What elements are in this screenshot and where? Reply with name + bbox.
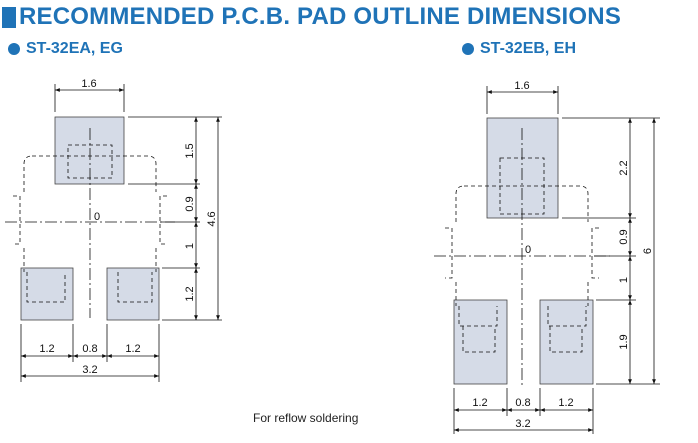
left-subtitle: ST-32EA, EG <box>8 40 123 58</box>
right-body-outline <box>455 185 589 306</box>
bullet-dot-icon <box>8 43 20 55</box>
bullet-dot-icon <box>462 43 474 55</box>
right-lead-outline <box>462 326 496 353</box>
header: RECOMMENDED P.C.B. PAD OUTLINE DIMENSION… <box>2 3 621 31</box>
right-subtitle-text: ST-32EB, EH <box>480 40 577 57</box>
right-label-gap: 0.8 <box>515 397 530 409</box>
right-side-notch <box>591 227 599 279</box>
left-label-top-width: 1.6 <box>81 78 96 90</box>
left-label-09: 0.9 <box>184 196 196 211</box>
right-bottom-left-pad <box>453 299 508 385</box>
right-lead-outline <box>499 157 545 215</box>
right-subtitle: ST-32EB, EH <box>462 40 576 58</box>
left-label-pad-r: 1.2 <box>125 343 140 355</box>
left-label-gap: 0.8 <box>82 343 97 355</box>
right-label-total: 3.2 <box>515 418 530 430</box>
left-label-origin: 0 <box>94 211 100 223</box>
right-label-1: 1 <box>618 277 630 283</box>
left-drawing <box>5 84 222 382</box>
right-side-notch <box>445 227 453 279</box>
left-label-15: 1.5 <box>184 143 196 158</box>
right-label-09: 0.9 <box>618 229 630 244</box>
left-body-outline <box>23 155 157 272</box>
right-label-pad-l: 1.2 <box>472 397 487 409</box>
page-title: RECOMMENDED P.C.B. PAD OUTLINE DIMENSION… <box>19 3 622 30</box>
right-label-6: 6 <box>642 248 654 254</box>
left-lead-outline <box>67 144 113 179</box>
right-label-pad-r: 1.2 <box>558 397 573 409</box>
left-label-total: 3.2 <box>82 364 97 376</box>
left-label-1: 1 <box>184 243 196 249</box>
right-label-19: 1.9 <box>618 334 630 349</box>
left-label-46: 4.6 <box>206 211 218 226</box>
left-label-pad-l: 1.2 <box>39 343 54 355</box>
left-subtitle-text: ST-32EA, EG <box>26 40 123 57</box>
left-lead-outline <box>26 272 66 303</box>
left-lead-outline <box>117 272 153 303</box>
right-bottom-right-pad <box>539 299 594 385</box>
right-drawing <box>434 86 660 434</box>
left-top-pad <box>54 116 125 185</box>
left-side-notch <box>13 195 21 245</box>
left-bottom-left-pad <box>20 267 74 321</box>
reflow-note: For reflow soldering <box>253 411 359 425</box>
left-label-12v: 1.2 <box>184 286 196 301</box>
left-side-notch <box>159 195 167 245</box>
right-top-pad <box>486 117 559 219</box>
right-label-22: 2.2 <box>618 160 630 175</box>
right-label-origin: 0 <box>525 244 531 256</box>
right-lead-outline <box>549 326 583 353</box>
right-label-top-width: 1.6 <box>514 80 529 92</box>
right-lead-outline <box>547 306 587 327</box>
right-lead-outline <box>458 306 498 327</box>
square-bullet-icon <box>2 6 16 28</box>
left-bottom-right-pad <box>106 267 160 321</box>
